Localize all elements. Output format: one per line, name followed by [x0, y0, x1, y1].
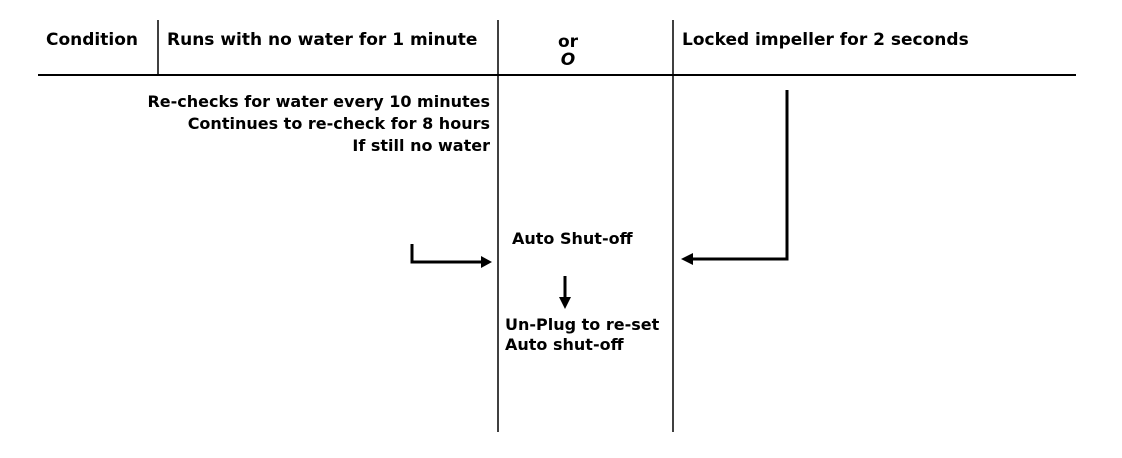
note-still-no-water: If still no water: [352, 136, 490, 155]
arrow-left-head: [481, 256, 492, 268]
header-or-italic: O: [560, 50, 576, 70]
arrow-left-to-shutoff: [410, 244, 482, 264]
reset-instruction-line1: Un-Plug to re-set: [505, 315, 660, 334]
header-locked-impeller: Locked impeller for 2 seconds: [682, 30, 969, 50]
header-or: or: [557, 32, 579, 52]
note-recheck: Re-checks for water every 10 minutes: [147, 92, 490, 111]
header-condition: Condition: [46, 30, 138, 50]
reset-instruction-line2: Auto shut-off: [505, 335, 624, 354]
note-continue: Continues to re-check for 8 hours: [187, 114, 490, 133]
auto-shutoff-label: Auto Shut-off: [512, 229, 633, 248]
arrow-down-head: [559, 297, 571, 309]
header-no-water: Runs with no water for 1 minute: [167, 30, 478, 50]
arrow-right-head: [681, 253, 693, 265]
arrow-right-to-shutoff: [692, 90, 789, 261]
